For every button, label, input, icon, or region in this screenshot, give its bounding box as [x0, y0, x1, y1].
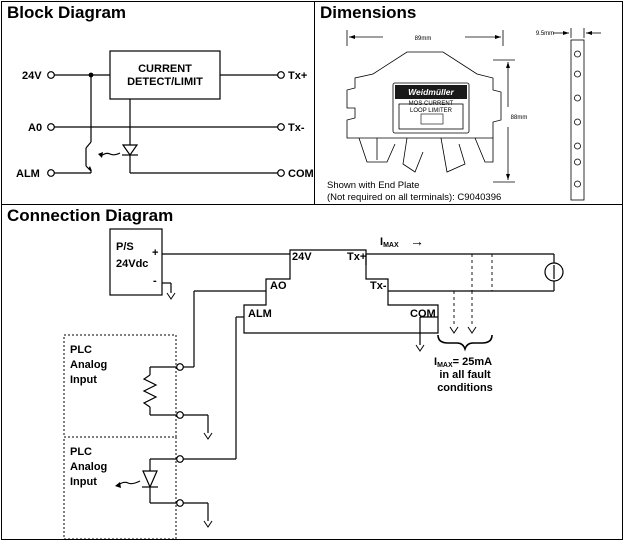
ps-minus: -	[153, 275, 157, 287]
ps-plus: +	[152, 247, 158, 259]
fault-guide-lines	[453, 254, 493, 327]
ps-label-1: P/S	[116, 241, 134, 253]
plc2-box	[63, 436, 177, 540]
connection-wires	[117, 253, 555, 521]
junction-dot	[88, 72, 94, 78]
terminal-a0-label: A0	[28, 122, 42, 134]
terminal-24v-label: 24V	[22, 70, 42, 82]
term-alm: ALM	[248, 308, 272, 320]
device-line-1: MOS CURRENT	[409, 101, 454, 107]
device-line-2: LOOP LIMITER	[410, 108, 453, 114]
current-detect-box	[109, 50, 221, 100]
brand-logo: Weidmüller	[408, 87, 454, 97]
block-wires	[54, 74, 278, 174]
term-ao: AO	[270, 280, 287, 292]
term-txp: Tx+	[347, 251, 366, 263]
dimensions-panel: Dimensions	[314, 1, 623, 205]
box-label-line2: DETECT/LIMIT	[127, 76, 203, 88]
fault-note-line-1: IMAX= 25mA	[434, 356, 492, 369]
ps-label-2: 24Vdc	[116, 258, 148, 270]
imax-label: IMAX	[380, 236, 399, 249]
dimensions-title: Dimensions	[320, 3, 417, 22]
led-symbol	[121, 144, 139, 157]
block-diagram-panel: Block Diagram CURRENT DETECT/LIMIT 24V A…	[1, 1, 315, 205]
terminal-txp-circle	[277, 71, 285, 79]
terminal-24v-circle	[47, 71, 55, 79]
end-plate-note-1: Shown with End Plate	[327, 180, 419, 191]
term-24v: 24V	[292, 251, 312, 263]
connection-schematic: P/S 24Vdc + - 24V Tx+ AO Tx- ALM COM	[63, 228, 564, 540]
dimensions-drawing: Weidmüller MOS CURRENT LOOP LIMITER 89mm…	[327, 28, 601, 203]
ground-arrows	[166, 292, 477, 528]
terminal-a0-circle	[47, 123, 55, 131]
plc1-line-2: Analog	[70, 359, 107, 371]
imax-arrow: →	[410, 233, 424, 249]
plc2-line-3: Input	[70, 476, 97, 488]
thickness-dimension-label: 9.5mm	[536, 31, 554, 37]
module-body	[243, 249, 439, 334]
terminal-com-circle	[277, 169, 285, 177]
fault-brace	[437, 334, 493, 352]
block-diagram-title: Block Diagram	[7, 3, 127, 22]
terminal-alm-circle	[47, 169, 55, 177]
width-dimension-label: 89mm	[415, 36, 432, 42]
power-supply-box	[109, 228, 163, 296]
terminal-txm-circle	[277, 123, 285, 131]
end-plate-note-2: (Not required on all terminals): C904039…	[327, 192, 501, 203]
terminal-alm-label: ALM	[16, 168, 40, 180]
fault-note-line-2: in all fault	[439, 369, 491, 381]
plc1-line-3: Input	[70, 374, 97, 386]
plc2-line-2: Analog	[70, 461, 107, 473]
plc2-line-1: PLC	[70, 446, 92, 458]
plc1-line-1: PLC	[70, 344, 92, 356]
connection-diagram-title: Connection Diagram	[7, 206, 174, 225]
plc-terminals	[176, 363, 184, 507]
height-dimension-label: 88mm	[511, 115, 528, 121]
connection-diagram-panel: Connection Diagram P/S 24Vdc + - 24V Tx+…	[1, 204, 623, 540]
terminal-txp-label: Tx+	[288, 70, 307, 82]
terminal-txm-label: Tx-	[288, 122, 305, 134]
term-txm: Tx-	[370, 280, 387, 292]
side-view-screws	[574, 50, 581, 188]
fault-note-line-3: conditions	[437, 382, 493, 394]
plc2-led-symbol	[142, 470, 158, 489]
terminal-com-label: COM	[288, 168, 314, 180]
term-com: COM	[410, 308, 436, 320]
box-label-line1: CURRENT	[138, 63, 192, 75]
block-diagram-schematic: CURRENT DETECT/LIMIT 24V A0 ALM Tx+ Tx- …	[16, 50, 314, 180]
